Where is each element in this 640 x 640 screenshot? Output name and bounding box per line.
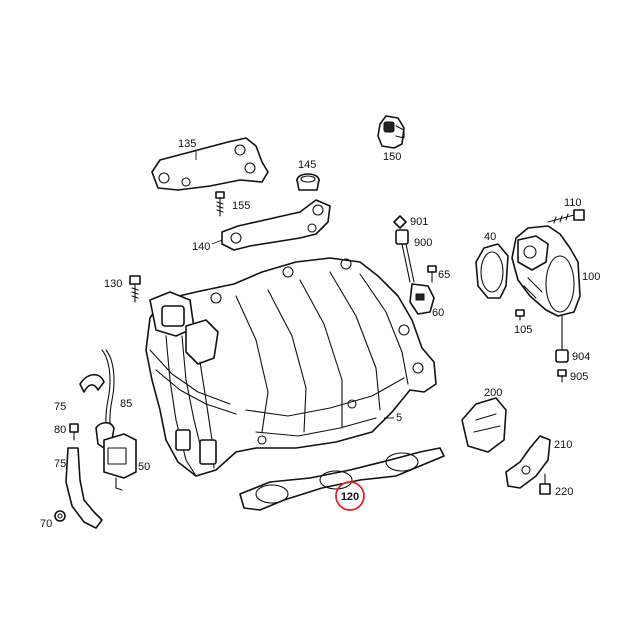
label-120[interactable]: 120: [341, 491, 359, 503]
label-210: 210: [554, 439, 572, 451]
label-60: 60: [432, 307, 444, 319]
part-150-sensor[interactable]: [377, 115, 405, 149]
part-140-bracket[interactable]: [221, 199, 331, 251]
label-105: 105: [514, 324, 532, 336]
label-80: 80: [54, 424, 66, 436]
part-904-connector[interactable]: [555, 315, 569, 363]
label-150: 150: [383, 151, 401, 163]
label-145: 145: [298, 159, 316, 171]
label-110: 110: [564, 197, 582, 209]
label-900: 900: [414, 237, 432, 249]
label-130: 130: [104, 278, 122, 290]
part-50-valve[interactable]: [103, 433, 137, 491]
part-120-gasket[interactable]: [239, 447, 445, 511]
label-220: 220: [555, 486, 573, 498]
part-5-intake-manifold[interactable]: [145, 257, 437, 477]
part-110-bolt[interactable]: [547, 209, 585, 224]
label-75-upper: 75: [54, 401, 66, 413]
label-65: 65: [438, 269, 450, 281]
label-70: 70: [40, 518, 52, 530]
part-200-cover[interactable]: [461, 397, 507, 453]
label-100: 100: [582, 271, 600, 283]
part-40-gasket[interactable]: [475, 243, 509, 299]
leader-140: [211, 239, 223, 245]
part-75-upper-hose[interactable]: [79, 373, 105, 393]
highlight-ring-120[interactable]: [335, 481, 365, 511]
part-80-clamp[interactable]: [69, 423, 79, 441]
part-210-bracket[interactable]: [505, 435, 551, 489]
part-905-screw[interactable]: [557, 369, 567, 383]
label-200: 200: [484, 387, 502, 399]
label-85: 85: [120, 398, 132, 410]
label-40: 40: [484, 231, 496, 243]
part-135-bracket[interactable]: [151, 137, 269, 191]
part-100-throttle-body[interactable]: [511, 225, 581, 317]
label-75-lower: 75: [54, 458, 66, 470]
part-60-actuator[interactable]: [409, 283, 435, 315]
label-905: 905: [570, 371, 588, 383]
part-901-900-sensor[interactable]: [393, 215, 415, 283]
label-50: 50: [138, 461, 150, 473]
part-105-screw[interactable]: [515, 309, 525, 321]
label-140: 140: [192, 241, 210, 253]
label-135: 135: [178, 138, 196, 150]
part-70-clip[interactable]: [54, 510, 66, 522]
part-65-screw[interactable]: [427, 265, 437, 283]
label-904: 904: [572, 351, 590, 363]
label-901: 901: [410, 216, 428, 228]
label-155: 155: [232, 200, 250, 212]
part-220-bolt[interactable]: [539, 473, 551, 495]
label-5: 5: [396, 412, 402, 424]
part-130-bolt[interactable]: [129, 275, 141, 303]
part-145-cap[interactable]: [296, 173, 320, 191]
part-155-bolt[interactable]: [215, 191, 225, 217]
